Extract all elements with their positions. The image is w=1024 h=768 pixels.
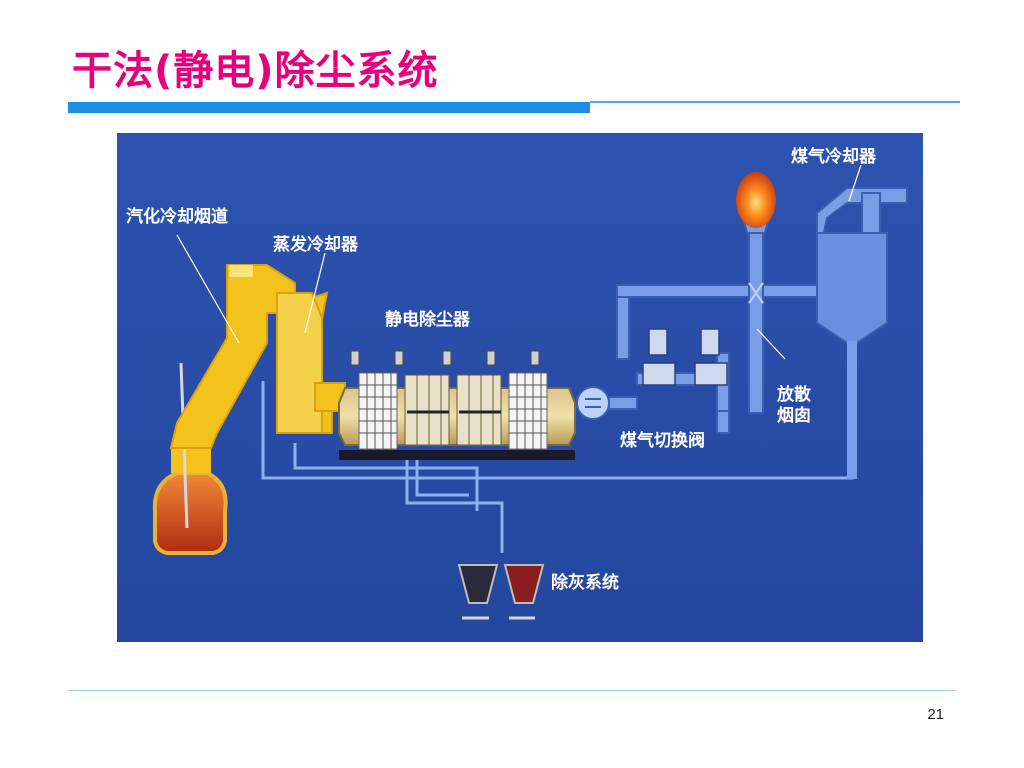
label-gas-cooler: 煤气冷却器	[791, 146, 877, 167]
label-flare-stack-line1: 放散	[776, 384, 812, 405]
label-evaporative-cooler: 蒸发冷却器	[273, 234, 359, 255]
footer-divider	[68, 690, 956, 691]
esp-center-fields	[404, 374, 502, 446]
label-ash-removal-system: 除灰系统	[551, 572, 619, 593]
label-flare-stack-line2: 烟囱	[777, 405, 811, 426]
flame-icon	[736, 172, 776, 228]
ash-hoppers	[457, 564, 545, 620]
evaporative-cooler	[276, 291, 346, 434]
esp-field-grids	[359, 373, 547, 449]
electrostatic-precipitator	[338, 350, 576, 460]
leader-lines	[176, 164, 862, 360]
flare-stack	[736, 172, 776, 414]
slide-title: 干法(静电)除尘系统	[72, 48, 439, 94]
label-gas-switch-valve: 煤气切换阀	[620, 430, 705, 451]
esp-top-insulators	[350, 350, 540, 366]
induced-draft-fan	[576, 386, 610, 420]
gas-switch-valves	[642, 328, 728, 386]
label-vaporization-flue: 汽化冷却烟道	[126, 206, 228, 227]
diagram-canvas: 汽化冷却烟道 蒸发冷却器 静电除尘器 煤气冷却器 放散 烟囱 煤气切换阀 除灰系…	[117, 133, 923, 642]
title-underline-thin	[590, 101, 960, 103]
dry-dedusting-system-diagram: 汽化冷却烟道 蒸发冷却器 静电除尘器 煤气冷却器 放散 烟囱 煤气切换阀 除灰系…	[117, 133, 923, 642]
label-electrostatic-precipitator: 静电除尘器	[385, 309, 471, 330]
page-number: 21	[927, 706, 944, 723]
gas-cooler-vessel	[816, 187, 908, 479]
title-underline-thick	[68, 102, 590, 113]
